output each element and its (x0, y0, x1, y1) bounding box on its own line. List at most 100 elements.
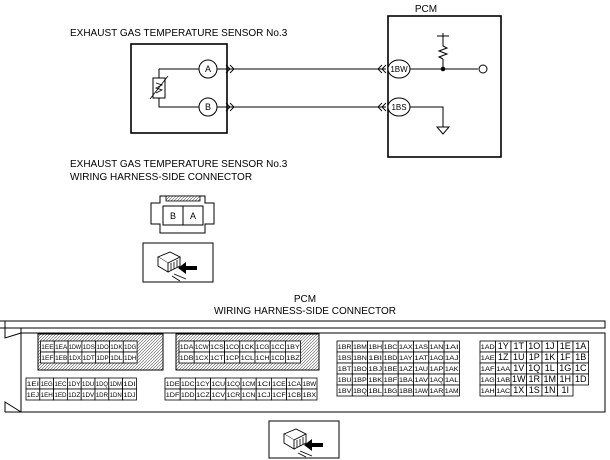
pcm-pin-label: 1CS (210, 345, 224, 351)
pcm-pin-label: 1EI (27, 382, 40, 388)
sensor-pin-b-label: B (205, 102, 211, 112)
pcm-pin-cell (122, 351, 138, 364)
pcm-pin-label: 1CE (272, 382, 286, 388)
pcm-pin-cell (572, 373, 589, 386)
pcm-pin-label: 1DC (181, 382, 195, 388)
pcm-pin-label: 1BI (368, 356, 382, 362)
pcm-pin-label: 1CJ (257, 393, 271, 399)
pcm-pin-label: 1ED (54, 393, 67, 399)
pcm-pin-label: 1AE (481, 356, 495, 362)
pcm-pin-label: 1BN (353, 356, 367, 362)
pcm-pin-label: 1AH (481, 389, 495, 395)
pcm-pin-label: 1DR (96, 393, 109, 399)
pcm-pin-label: 1CZ (196, 393, 210, 399)
pcm-pin-label: 1CR (227, 393, 241, 399)
pcm-pin-label: 1CB (287, 393, 301, 399)
pcm-pin-label: 1Q (528, 363, 540, 373)
pcm-pin-label: 1BD (384, 356, 398, 362)
pcm-pin-label: 1DQ (96, 382, 109, 388)
pcm-connector-title-line1: PCM (294, 294, 316, 305)
pcm-pin-cell (557, 384, 574, 397)
pcm-pin-label: 1CF (272, 393, 286, 399)
pcm-pin-label: 1BG (384, 389, 398, 395)
pcm-pin-label: 1CY (196, 382, 210, 388)
pcm-pin-label: 1F (560, 352, 571, 362)
pcm-pin-label: 1BK (368, 378, 382, 384)
pcm-pin-label: 1X (513, 385, 524, 395)
pcm-pin-label: 1DY (68, 382, 80, 388)
pcm-pin-cell (301, 388, 318, 401)
pcm-pin-label: 1E (560, 341, 571, 351)
pcm-box (387, 15, 502, 158)
pcm-pin-label: 1BP (353, 378, 367, 384)
pcm-pin-label: 1BU (338, 378, 352, 384)
pcm-pin-label: 1BR (338, 345, 352, 351)
pcm-pin-label: 1A (575, 341, 586, 351)
pcm-pin-label: 1CD (271, 356, 285, 362)
wires (217, 68, 386, 108)
pcm-pin-label: 1EG (41, 382, 54, 388)
pcm-pin-label: 1CX (195, 356, 209, 362)
pcm-pin-label: 1DU (82, 382, 94, 388)
pcm-pin-label: 1Z (498, 352, 509, 362)
pcm-pin-label: 1CW (195, 345, 209, 351)
pcm-connector-body (0, 320, 606, 413)
pcm-pin-label: 1AO (430, 356, 444, 362)
pcm-pin-label: 1BE (384, 367, 398, 373)
thermistor-icon (149, 68, 201, 108)
pcm-connector-title-line2: WIRING HARNESS-SIDE CONNECTOR (214, 306, 396, 317)
pcm-pin-label: 1AP (430, 367, 444, 373)
pcm-pin-label: 1AD (481, 345, 496, 351)
pcm-pin-label: 1EA (55, 345, 67, 351)
pcm-pin-label: 1DH (124, 356, 136, 362)
pcm-pin-label: 1N (544, 385, 556, 395)
pcm-pin-label: 1AR (430, 389, 444, 395)
pcm-pin-cell (443, 384, 460, 397)
pcm-pin-label: 1S (529, 385, 540, 395)
pcm-pin-label: 1CT (210, 356, 224, 362)
pcm-pin-label: 1CA (287, 382, 301, 388)
pcm-pin-label: 1H (559, 374, 571, 384)
pcm-pin-label: 1AJ (445, 356, 459, 362)
pcm-pin-label: 1BF (384, 378, 398, 384)
pcm-pin-label: 1BQ (353, 389, 367, 395)
pcm-pin-label: 1BT (338, 367, 352, 373)
pcm-pin-label: 1AF (481, 367, 495, 373)
pcm-pin-label: 1BW (303, 382, 317, 388)
pcm-pin-label: 1AW (414, 389, 428, 395)
pcm-pin-label: 1V (513, 363, 524, 373)
pcm-pin-label: 1BC (384, 345, 398, 351)
pcm-pin-label: 1BJ (368, 367, 382, 373)
pcm-pin-label: 1DS (83, 345, 95, 351)
pcm-pin-label: 1EH (41, 393, 53, 399)
pcm-pin-label: 1BH (368, 345, 382, 351)
pcm-pin-label: 1AB (496, 378, 510, 384)
pcm-pin-label: 1AC (496, 389, 511, 395)
sensor-connector-pin-b: B (170, 211, 176, 221)
pcm-pin-label: 1DX (69, 356, 81, 362)
pcm-pin-label: 1DB (180, 356, 194, 362)
pcm-pin-label: 1CC (271, 345, 285, 351)
pcm-pin-label: 1AX (399, 345, 413, 351)
pcm-pin-label: 1AY (399, 356, 413, 362)
pcm-pin-label: 1BS (338, 356, 352, 362)
pcm-pin-label: 1CG (256, 345, 270, 351)
pcm-pin-label: 1BZ (286, 356, 300, 362)
pcm-pin-label: 1AV (414, 378, 428, 384)
pcm-pin-label: 1EF (41, 356, 54, 362)
sensor-title: EXHAUST GAS TEMPERATURE SENSOR No.3 (70, 28, 288, 39)
pcm-pin-label: 1D (575, 374, 587, 384)
pcm-pin-label: 1DN (110, 393, 122, 399)
pcm-pin-cell (122, 388, 137, 401)
sensor-pin-a-label: A (205, 64, 211, 74)
pcm-pin-label: 1U (513, 352, 525, 362)
pcm-pin-label: 1BB (399, 389, 413, 395)
pcm-pin-label: 1M (543, 374, 556, 384)
pcm-pin-label: 1T (513, 341, 524, 351)
pcm-pin-label: 1DD (181, 393, 195, 399)
pcm-pin-label: 1BM (353, 345, 367, 351)
